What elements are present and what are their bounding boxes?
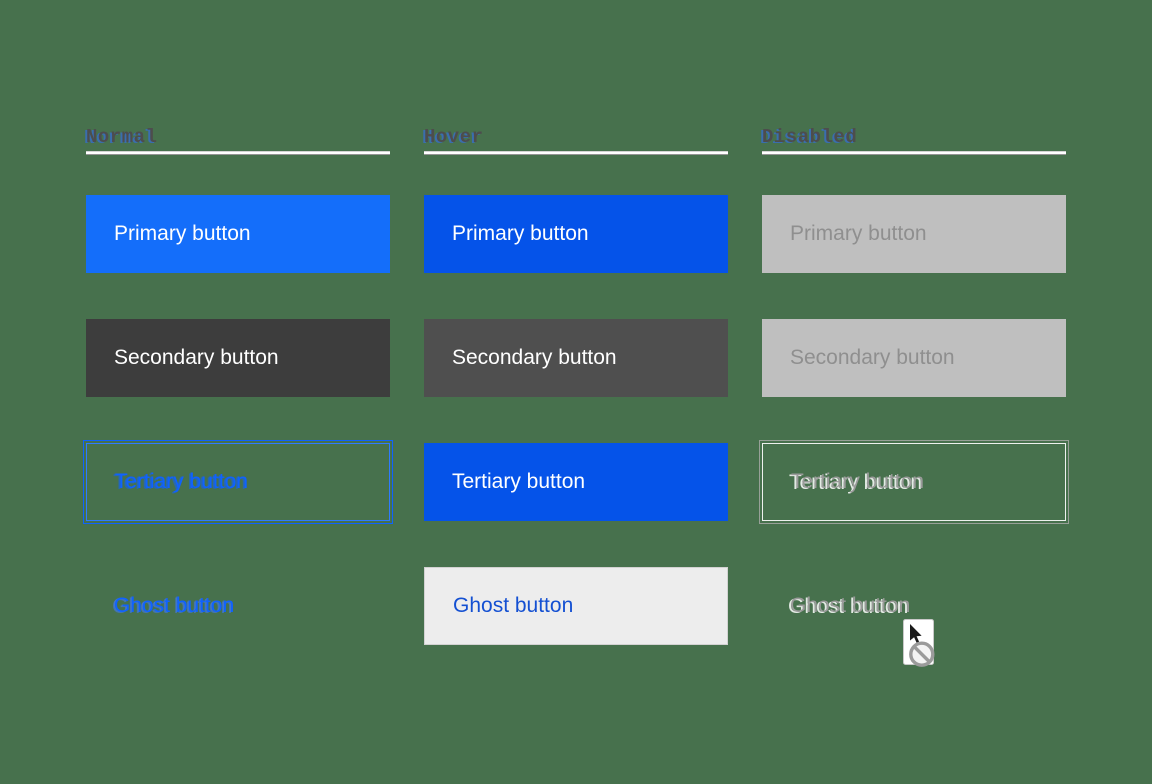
ghost-button-normal[interactable]: Ghost button xyxy=(86,567,390,645)
column-header-label: Hover xyxy=(424,126,484,148)
column-header-label: Disabled xyxy=(762,126,858,148)
not-allowed-cursor-icon xyxy=(903,619,935,667)
secondary-button-normal[interactable]: Secondary button xyxy=(86,319,390,397)
tertiary-button-disabled: Tertiary button xyxy=(759,440,1069,524)
primary-button-normal[interactable]: Primary button xyxy=(86,195,390,273)
header-divider xyxy=(86,151,390,155)
ghost-button-disabled: Ghost button xyxy=(762,567,1066,645)
state-column-hover: Hover Primary button Secondary button Te… xyxy=(424,127,728,645)
tertiary-button-normal[interactable]: Tertiary button xyxy=(83,440,393,524)
primary-button-disabled: Primary button xyxy=(762,195,1066,273)
primary-button-hover[interactable]: Primary button xyxy=(424,195,728,273)
ghost-button-hover[interactable]: Ghost button xyxy=(424,567,728,645)
column-header-label: Normal xyxy=(86,126,158,148)
state-column-disabled: Disabled Primary button Secondary button… xyxy=(759,126,1069,645)
header-divider xyxy=(424,151,728,155)
secondary-button-hover[interactable]: Secondary button xyxy=(424,319,728,397)
tertiary-button-hover[interactable]: Tertiary button xyxy=(424,443,728,521)
header-divider xyxy=(762,151,1066,155)
state-column-normal: Normal Primary button Secondary button T… xyxy=(83,126,393,645)
secondary-button-disabled: Secondary button xyxy=(762,319,1066,397)
